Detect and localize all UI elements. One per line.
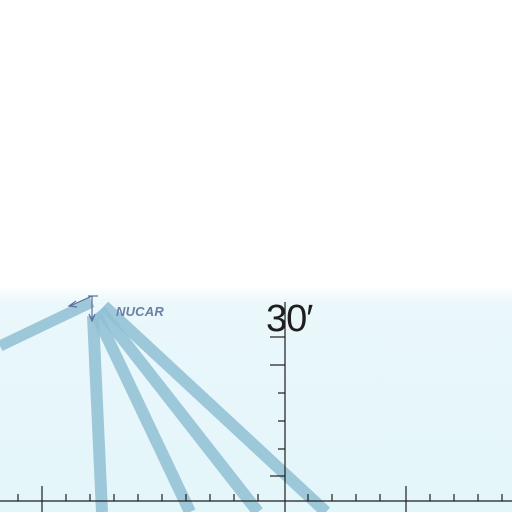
sea-area [0,286,512,512]
shipping-lane-south [87,315,108,513]
graticule-label: 30′ [266,298,313,340]
shipping-lane-west [0,297,95,351]
shipping-lanes [0,297,331,517]
graticule-parallel [0,486,512,512]
shipping-lane-south-southeast [90,311,196,515]
station-label: NUCAR [116,304,164,319]
shipping-lane-southeast [95,306,263,516]
graticule-meridian [270,302,286,512]
station-arrows-icon [67,295,98,323]
shipping-lane-east-southeast [99,301,331,517]
